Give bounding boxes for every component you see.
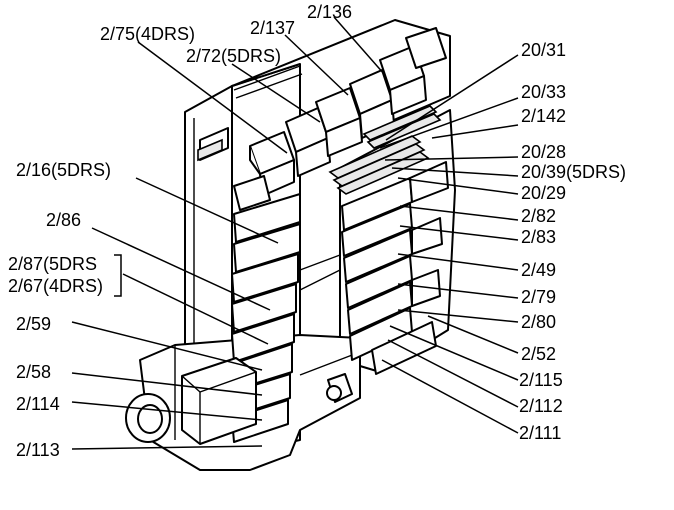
label-20-31: 20/31 bbox=[521, 40, 566, 60]
label-2-113: 2/113 bbox=[16, 440, 60, 460]
label-20-39: 20/39(5DRS) bbox=[521, 162, 626, 182]
label-2-49: 2/49 bbox=[521, 260, 556, 280]
leader-lines bbox=[71, 16, 519, 450]
top-relays bbox=[233, 27, 447, 197]
label-2-142: 2/142 bbox=[521, 106, 566, 126]
label-2-83: 2/83 bbox=[521, 227, 556, 247]
label-2-67: 2/67(4DRS) bbox=[8, 276, 103, 296]
label-20-28: 20/28 bbox=[521, 142, 566, 162]
label-20-33: 20/33 bbox=[521, 82, 566, 102]
label-2-59: 2/59 bbox=[16, 314, 51, 334]
label-2-114: 2/114 bbox=[16, 394, 60, 414]
label-2-75: 2/75(4DRS) bbox=[100, 24, 195, 44]
label-2-112: 2/112 bbox=[519, 396, 563, 416]
label-2-16: 2/16(5DRS) bbox=[16, 160, 111, 180]
label-2-137: 2/137 bbox=[250, 18, 295, 38]
label-2-136: 2/136 bbox=[307, 2, 352, 22]
label-2-115: 2/115 bbox=[519, 370, 563, 390]
label-2-80: 2/80 bbox=[521, 312, 556, 332]
label-2-52: 2/52 bbox=[521, 344, 556, 364]
label-2-79: 2/79 bbox=[521, 287, 556, 307]
label-2-58: 2/58 bbox=[16, 362, 51, 382]
label-2-86: 2/86 bbox=[46, 210, 81, 230]
callout-labels: 2/136 2/137 2/75(4DRS) 2/72(5DRS) 20/31 … bbox=[8, 2, 626, 460]
label-2-72: 2/72(5DRS) bbox=[186, 46, 281, 66]
label-2-82: 2/82 bbox=[521, 206, 556, 226]
label-2-111: 2/111 bbox=[519, 423, 561, 443]
label-2-87: 2/87(5DRS bbox=[8, 254, 97, 274]
label-20-29: 20/29 bbox=[521, 183, 566, 203]
